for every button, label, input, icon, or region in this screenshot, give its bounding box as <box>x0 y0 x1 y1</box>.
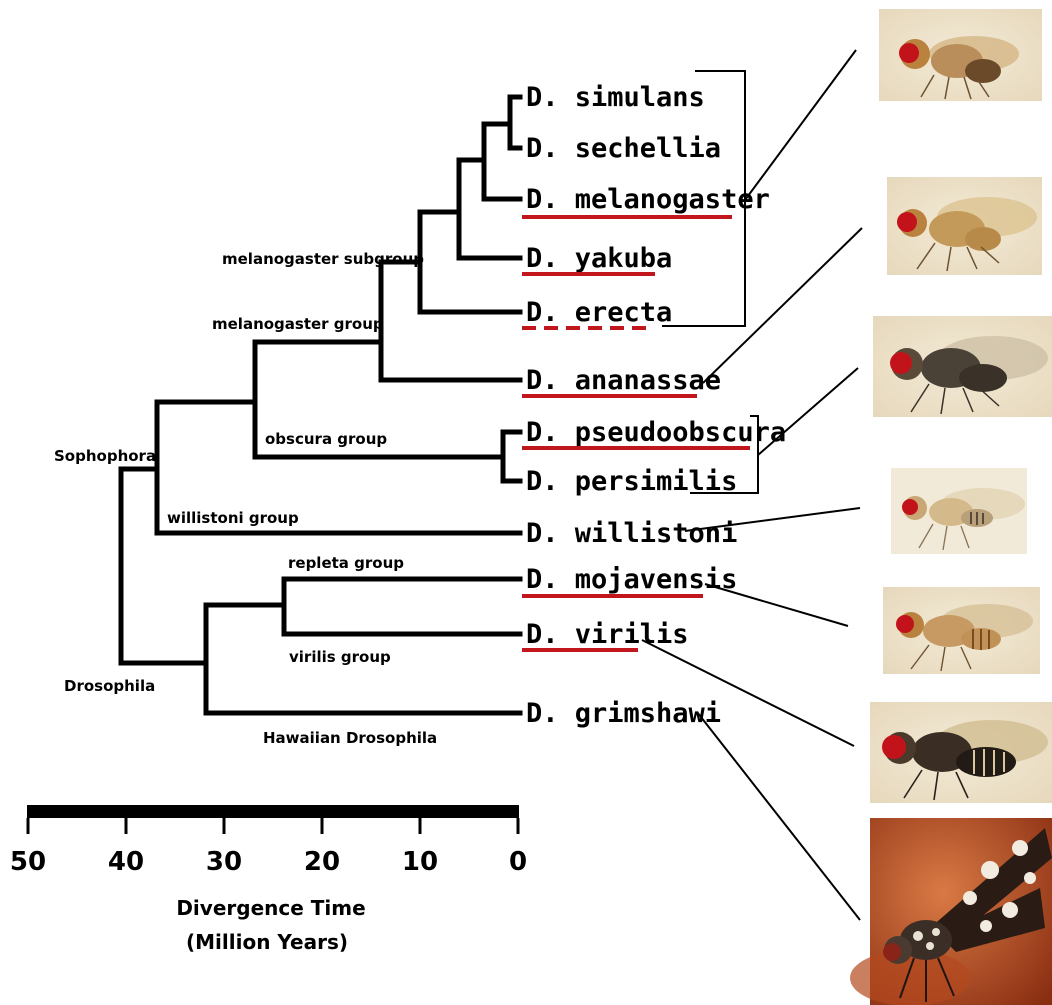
label-sophophora: Sophophora <box>54 447 156 465</box>
taxon-ananassae: D. ananassae <box>526 365 721 396</box>
label-melanogaster-subgroup: melanogaster subgroup <box>222 250 424 268</box>
taxon-yakuba: D. yakuba <box>526 243 672 274</box>
connector-ananassae <box>703 228 862 383</box>
fly-photo-mojavensis <box>883 587 1040 674</box>
tick-label-20: 20 <box>304 847 340 877</box>
taxon-erecta: D. erecta <box>526 297 672 328</box>
taxon-melanogaster: D. melanogaster <box>526 184 770 215</box>
label-obscura-group: obscura group <box>265 430 387 448</box>
taxon-sechellia: D. sechellia <box>526 133 721 164</box>
axis-title-line2: (Million Years) <box>186 930 348 954</box>
tick-label-40: 40 <box>108 847 144 877</box>
connector-grimshawi <box>697 712 860 920</box>
label-melanogaster-group: melanogaster group <box>212 315 384 333</box>
taxon-mojavensis: D. mojavensis <box>526 564 737 595</box>
time-axis-bar <box>27 805 519 818</box>
tick-label-30: 30 <box>206 847 242 877</box>
fly-photo-virilis <box>870 702 1052 803</box>
label-hawaiian-drosophila: Hawaiian Drosophila <box>263 729 437 747</box>
fly-photo-grimshawi <box>850 818 1052 1005</box>
label-drosophila: Drosophila <box>64 677 155 695</box>
label-virilis-group: virilis group <box>289 648 391 666</box>
fly-photos <box>850 9 1052 1005</box>
taxon-pseudoobscura: D. pseudoobscura <box>526 417 786 448</box>
tick-label-0: 0 <box>509 847 527 877</box>
taxon-virilis: D. virilis <box>526 619 689 650</box>
tick-label-10: 10 <box>402 847 438 877</box>
fly-photo-ananassae <box>887 177 1042 275</box>
connector-virilis <box>642 640 854 746</box>
phylogenetic-tree <box>121 97 520 713</box>
connector-melanogaster <box>745 50 856 200</box>
label-willistoni-group: willistoni group <box>167 509 299 527</box>
connector-mojavensis <box>705 584 848 626</box>
time-axis: 50 40 30 20 10 0 Divergence Time (Millio… <box>10 805 527 954</box>
taxon-willistoni: D. willistoni <box>526 518 737 549</box>
fly-photo-willistoni <box>891 468 1027 554</box>
label-repleta-group: repleta group <box>288 554 404 572</box>
axis-title-line1: Divergence Time <box>176 896 365 920</box>
fly-photo-pseudoobscura-group <box>873 316 1052 417</box>
taxon-simulans: D. simulans <box>526 82 705 113</box>
group-labels: melanogaster subgroup melanogaster group… <box>54 250 437 747</box>
taxon-labels: D. simulans D. sechellia D. melanogaster… <box>526 82 786 729</box>
connector-obscura <box>758 368 858 455</box>
fly-photo-simulans-group <box>879 9 1042 101</box>
tick-label-50: 50 <box>10 847 46 877</box>
taxon-grimshawi: D. grimshawi <box>526 698 721 729</box>
